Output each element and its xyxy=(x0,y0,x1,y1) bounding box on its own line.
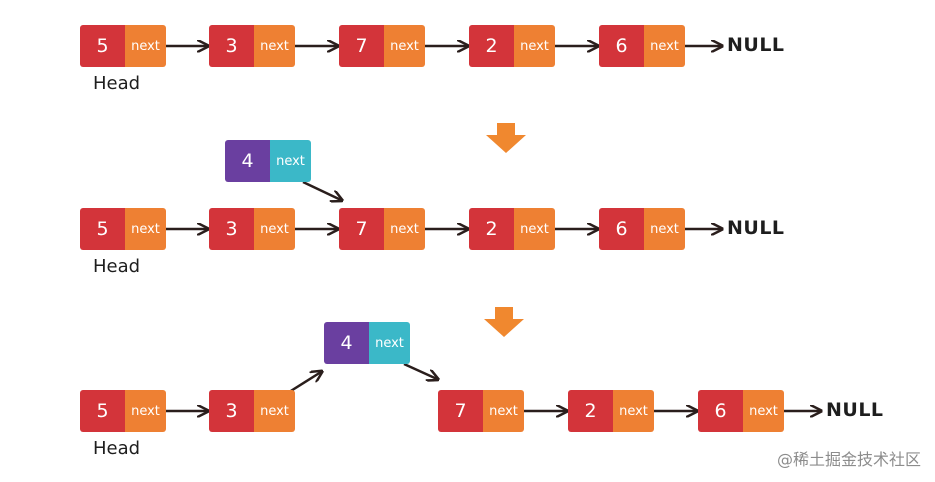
node-next-pointer: next xyxy=(254,390,295,432)
node-value: 7 xyxy=(339,25,384,67)
node-next-pointer: next xyxy=(125,208,166,250)
inserted-link-arrow xyxy=(302,180,341,200)
node-next-pointer: next xyxy=(613,390,654,432)
node-value: 7 xyxy=(339,208,384,250)
node-next-pointer: next xyxy=(254,208,295,250)
node-value: 4 xyxy=(225,140,270,182)
node-value: 3 xyxy=(209,390,254,432)
node-value: 5 xyxy=(80,208,125,250)
null-label: NULL xyxy=(727,217,785,239)
node-value: 6 xyxy=(599,208,644,250)
null-label: NULL xyxy=(727,34,785,56)
null-label: NULL xyxy=(826,399,884,421)
step-down-arrow xyxy=(486,123,526,153)
node-next-pointer: next xyxy=(270,140,311,182)
watermark: @稀土掘金技术社区 xyxy=(776,450,921,469)
inserted-link-arrow xyxy=(403,362,437,379)
node-next-pointer: next xyxy=(384,25,425,67)
node-value: 5 xyxy=(80,390,125,432)
node-value: 3 xyxy=(209,208,254,250)
step-down-arrow xyxy=(484,307,524,337)
node-next-pointer: next xyxy=(254,25,295,67)
node-value: 4 xyxy=(324,322,369,364)
node-next-pointer: next xyxy=(743,390,784,432)
head-label: Head xyxy=(93,256,141,277)
node-value: 6 xyxy=(698,390,743,432)
node-value: 6 xyxy=(599,25,644,67)
node-next-pointer: next xyxy=(384,208,425,250)
node-next-pointer: next xyxy=(369,322,410,364)
node-next-pointer: next xyxy=(644,208,685,250)
node-next-pointer: next xyxy=(125,390,166,432)
node-value: 2 xyxy=(469,208,514,250)
node-next-pointer: next xyxy=(514,25,555,67)
head-label: Head xyxy=(93,438,141,459)
node-next-pointer: next xyxy=(644,25,685,67)
node-value: 5 xyxy=(80,25,125,67)
head-label: Head xyxy=(93,73,141,94)
node-next-pointer: next xyxy=(125,25,166,67)
node-next-pointer: next xyxy=(514,208,555,250)
node-next-pointer: next xyxy=(483,390,524,432)
node-value: 7 xyxy=(438,390,483,432)
node-value: 2 xyxy=(568,390,613,432)
node-value: 2 xyxy=(469,25,514,67)
node-value: 3 xyxy=(209,25,254,67)
